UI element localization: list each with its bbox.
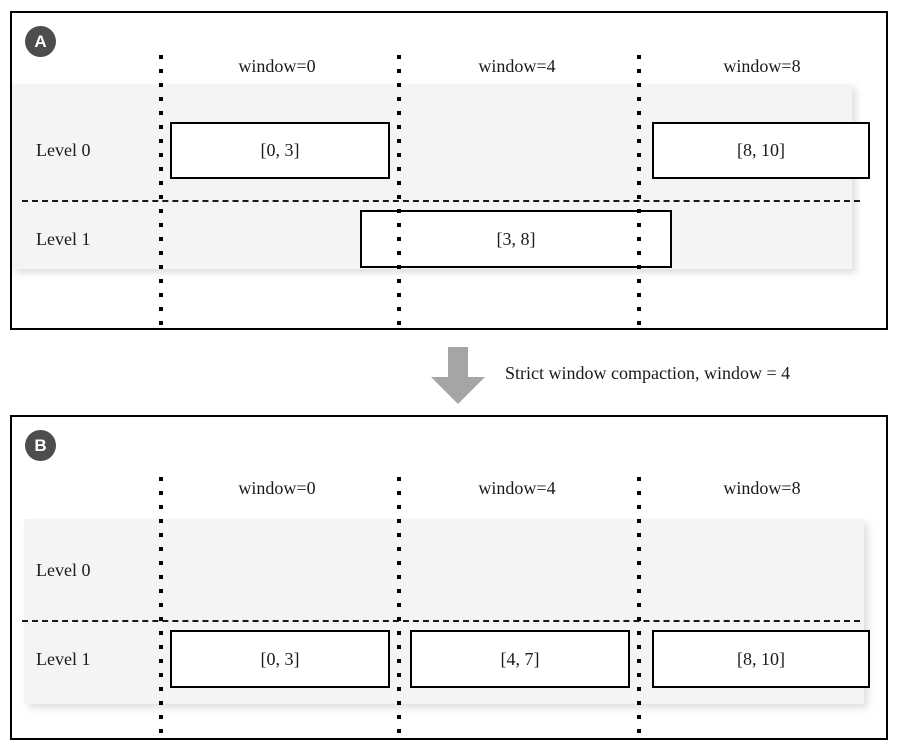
panel-b-window-label-8: window=8 [723, 478, 801, 498]
panel-a-level-1-label: Level 1 [36, 229, 91, 249]
panel-a-window-boundary-4 [397, 55, 401, 327]
panel-a-badge: A [25, 26, 56, 57]
panel-b-badge: B [25, 430, 56, 461]
panel-b-level-1-box-0[interactable]: [0, 3] [170, 630, 390, 688]
transition-caption: Strict window compaction, window = 4 [505, 363, 791, 383]
panel-a-level-divider [22, 200, 860, 202]
panel-a-level-0-label: Level 0 [36, 140, 91, 160]
panel-a-window-boundary-8 [637, 55, 641, 327]
panel-b-window-label-0: window=0 [238, 478, 316, 498]
panel-b-window-label-4: window=4 [478, 478, 556, 498]
panel-b-level-1-label: Level 1 [36, 649, 91, 669]
panel-b-window-boundary-8 [637, 477, 641, 740]
panel-a-window-boundary-0 [159, 55, 163, 327]
panel-a-window-label-8: window=8 [723, 56, 801, 76]
panel-a-level-0-box-1[interactable]: [8, 10] [652, 122, 870, 179]
panel-b-level-0-label: Level 0 [36, 560, 91, 580]
panel-b-window-boundary-0 [159, 477, 163, 740]
panel-b-window-boundary-4 [397, 477, 401, 740]
panel-b-level-divider [22, 620, 860, 622]
panel-a-level-0-box-0[interactable]: [0, 3] [170, 122, 390, 179]
panel-a-level-1-box-0[interactable]: [3, 8] [360, 210, 672, 268]
panel-b-level-1-box-1[interactable]: [4, 7] [410, 630, 630, 688]
panel-a-window-label-4: window=4 [478, 56, 556, 76]
panel-a-window-label-0: window=0 [238, 56, 316, 76]
panel-b: B [10, 415, 888, 740]
panel-b-level-1-box-2[interactable]: [8, 10] [652, 630, 870, 688]
down-arrow-icon [431, 347, 485, 404]
